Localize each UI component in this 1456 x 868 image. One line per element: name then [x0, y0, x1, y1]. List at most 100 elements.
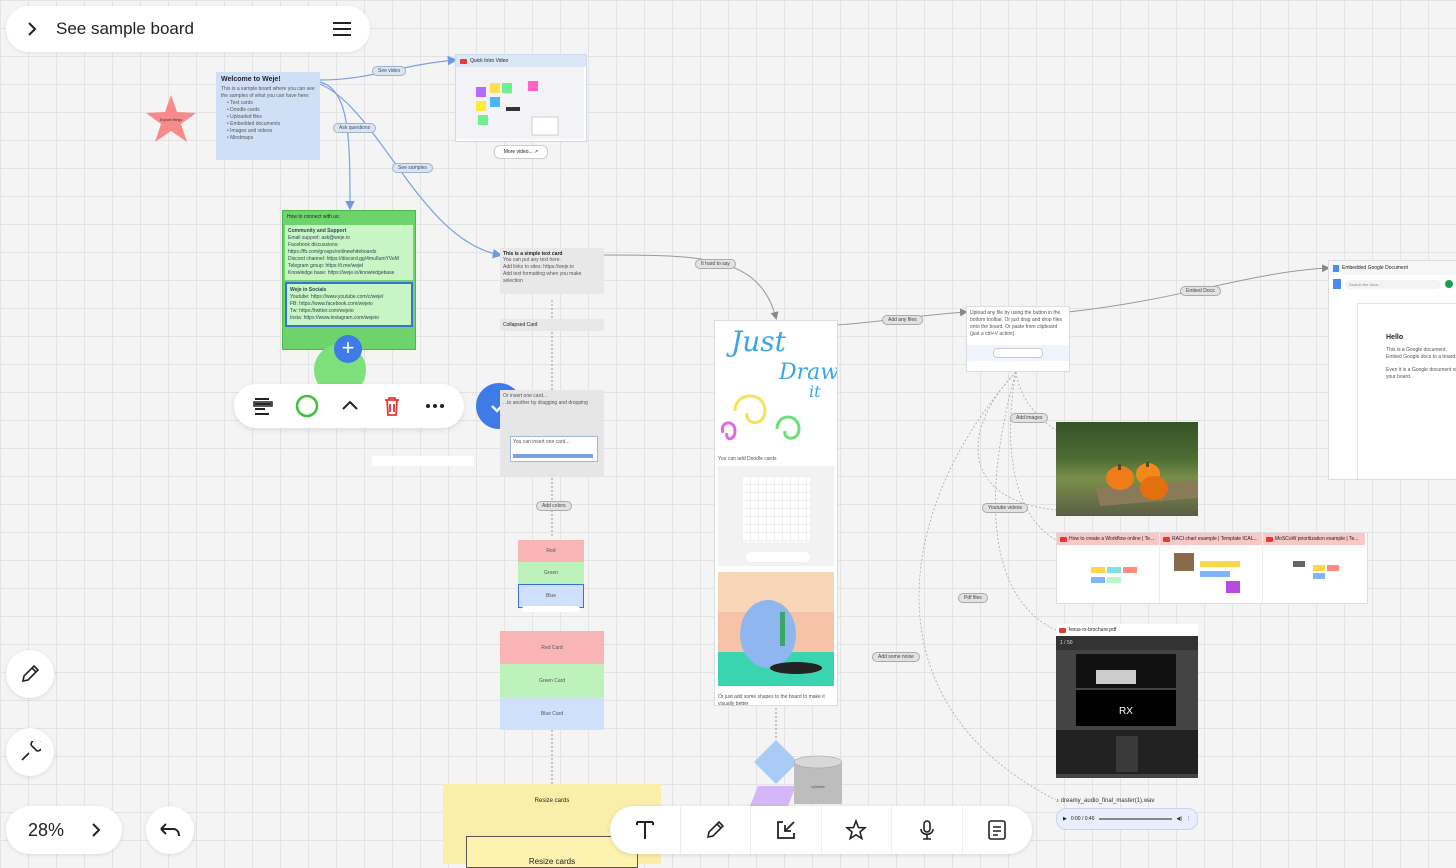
add-card-button[interactable]: +	[334, 335, 362, 363]
gdoc-search[interactable]: Search the docs...	[1345, 279, 1441, 289]
pumpkin-photo	[1096, 462, 1198, 506]
youtube-title: RACI chart example | Template ICAL...	[1172, 536, 1258, 542]
nested-card[interactable]: You can insert one card...	[510, 436, 598, 462]
pumpkins-image[interactable]	[1056, 422, 1198, 516]
community-line[interactable]: Discord channel: https://discord.gg/4mu6…	[288, 256, 399, 262]
board-title[interactable]: See sample board	[56, 19, 194, 38]
link-label-see-video[interactable]: See video	[372, 66, 407, 76]
laser-pointer-button[interactable]	[6, 728, 54, 776]
shapes-tool-button[interactable]	[822, 806, 892, 854]
laser-pointer-icon	[21, 741, 41, 761]
chevron-right-icon[interactable]	[24, 21, 40, 37]
insert-card-line: ...to another by dragging and dropping	[503, 400, 588, 406]
welcome-item: • Uploaded files	[227, 114, 262, 120]
gdoc-heading: Hello	[1386, 334, 1404, 341]
audio-time: 0:00 / 0:46	[1070, 816, 1095, 822]
color-picker-icon[interactable]	[295, 394, 319, 418]
mini-green-card[interactable]: Green	[518, 562, 584, 584]
doodle-text-draw: Draw	[778, 360, 837, 385]
gdoc-paragraph: Even it is a Google document on your boa…	[1386, 367, 1456, 380]
pencil-icon	[21, 664, 40, 683]
draw-tool-button[interactable]	[681, 806, 751, 854]
youtube-videos-row[interactable]: How to create a Workflow online | Te... …	[1056, 532, 1368, 604]
text-tool-button[interactable]	[610, 806, 681, 854]
mini-color-toolbar[interactable]	[522, 606, 580, 612]
link-label-see-samples[interactable]: See samples	[392, 163, 433, 173]
socials-line[interactable]: Youtube: https://www.youtube.com/c/wejeI	[290, 294, 384, 300]
intro-video-card[interactable]: Quick Intro Video	[455, 54, 587, 142]
google-doc-card[interactable]: Embedded Google Document Search the docs…	[1328, 260, 1456, 480]
welcome-title: Welcome to Weje!	[221, 76, 281, 83]
youtube-title: MoSCoW prioritization example | Te...	[1275, 536, 1359, 542]
more-icon[interactable]: ⋮	[1186, 816, 1191, 822]
hamburger-menu-icon[interactable]	[332, 21, 352, 37]
pdf-toolbar[interactable]: 1 / 50	[1056, 636, 1198, 650]
socials-line[interactable]: Tw: https://twitter.com/wejeio	[290, 308, 354, 314]
upload-toolbar[interactable]	[993, 348, 1043, 358]
simple-text-card[interactable]: This is a simple text card You can put a…	[500, 248, 604, 294]
doodle-toolbar[interactable]	[746, 552, 810, 562]
link-label-hard-to-say[interactable]: It hard to say	[695, 259, 736, 269]
upload-tool-button[interactable]	[751, 806, 822, 854]
youtube-icon	[1060, 536, 1067, 542]
insert-card[interactable]: Or insert one card... ...to another by d…	[500, 390, 604, 476]
link-label-add-files[interactable]: Add any files	[882, 315, 923, 325]
text-input-bar[interactable]	[372, 456, 474, 466]
audio-player[interactable]: ▶ 0:00 / 0:46 ◀) ⋮	[1056, 808, 1198, 830]
link-label-pdf[interactable]: Pdf files	[958, 593, 988, 603]
link-label-add-images[interactable]: Add images	[1010, 413, 1049, 423]
red-card[interactable]: Red Card	[500, 631, 604, 664]
pen-tool-button[interactable]	[6, 650, 54, 698]
socials-line[interactable]: FB: https://www.facebook.com/wejeio	[290, 301, 373, 307]
community-line[interactable]: Email support: ask@weje.io	[288, 235, 350, 241]
link-label-embed-docs[interactable]: Embed Docs	[1180, 286, 1221, 296]
more-video-button[interactable]: More video... ↗	[494, 145, 548, 159]
chevron-right-icon[interactable]	[88, 822, 104, 838]
youtube-thumbnail	[1293, 561, 1339, 579]
welcome-card[interactable]: Welcome to Weje! This is a sample board …	[216, 72, 320, 160]
blue-card[interactable]: Blue Card	[500, 697, 604, 730]
chevron-up-icon[interactable]	[339, 395, 361, 417]
shapes-group[interactable]: cylinder	[748, 740, 848, 808]
text-card-line: Add text formatting when you make select…	[503, 271, 582, 284]
record-audio-button[interactable]	[892, 806, 963, 854]
document-icon	[988, 820, 1007, 840]
video-thumbnail	[456, 67, 584, 139]
audio-progress[interactable]	[1098, 818, 1173, 820]
zoom-control[interactable]: 28%	[6, 806, 122, 854]
volume-icon[interactable]: ◀)	[1176, 816, 1182, 822]
youtube-icon	[1266, 536, 1273, 542]
undo-button[interactable]	[146, 806, 194, 854]
play-icon[interactable]: ▶	[1063, 816, 1067, 822]
link-label-colors[interactable]: Add colors	[536, 501, 572, 511]
color-cards-mini[interactable]: Red Green Blue	[518, 540, 584, 610]
call-icon[interactable]	[1445, 280, 1453, 288]
text-card-title: This is a simple text card	[503, 251, 563, 257]
pdf-viewer-card[interactable]: lexus-rx-brochure.pdf 1 / 50 RX	[1056, 624, 1198, 778]
mini-red-card[interactable]: Red	[518, 540, 584, 562]
trash-icon[interactable]	[381, 395, 403, 417]
socials-line[interactable]: Insta: https://www.instagram.com/wejeio	[290, 315, 379, 321]
doodle-text-just: Just	[726, 325, 787, 358]
mini-blue-card[interactable]: Blue	[518, 584, 584, 608]
doodle-card[interactable]: Just Draw it You can add Doodle cards Or…	[714, 320, 839, 707]
file-upload-card[interactable]: Upload any file by using the button in t…	[966, 306, 1070, 372]
doodle-canvas[interactable]	[718, 466, 834, 566]
youtube-thumbnail	[1091, 567, 1137, 583]
align-icon[interactable]	[252, 395, 274, 417]
community-line[interactable]: Knowledge base: https://weje.io/knowledg…	[288, 270, 395, 276]
community-line[interactable]: Facebook discussions: https://fb.com/gro…	[288, 242, 377, 255]
link-label-noise[interactable]: Add some noise	[872, 652, 920, 662]
link-label-youtube[interactable]: Youtube videos	[982, 503, 1029, 513]
star-shape[interactable]: Explore things	[144, 94, 198, 144]
cylinder-shape	[794, 762, 842, 804]
link-label-ask-questions[interactable]: Ask questions	[333, 123, 377, 133]
more-options-icon[interactable]	[424, 395, 446, 417]
connect-card[interactable]: How to connect with us: Community and Su…	[282, 210, 416, 350]
collapsed-card[interactable]: Collapsed Card	[500, 319, 604, 331]
audio-player-card[interactable]: ♪ dreamy_audio_final_master(1).wav ▶ 0:0…	[1056, 798, 1198, 834]
notes-tool-button[interactable]	[963, 806, 1033, 854]
community-line[interactable]: Telegram group: https://t.me/wejeI	[288, 263, 364, 269]
green-card[interactable]: Green Card	[500, 664, 604, 697]
text-card-line: Add links to sites: https://weje.io	[503, 264, 574, 270]
